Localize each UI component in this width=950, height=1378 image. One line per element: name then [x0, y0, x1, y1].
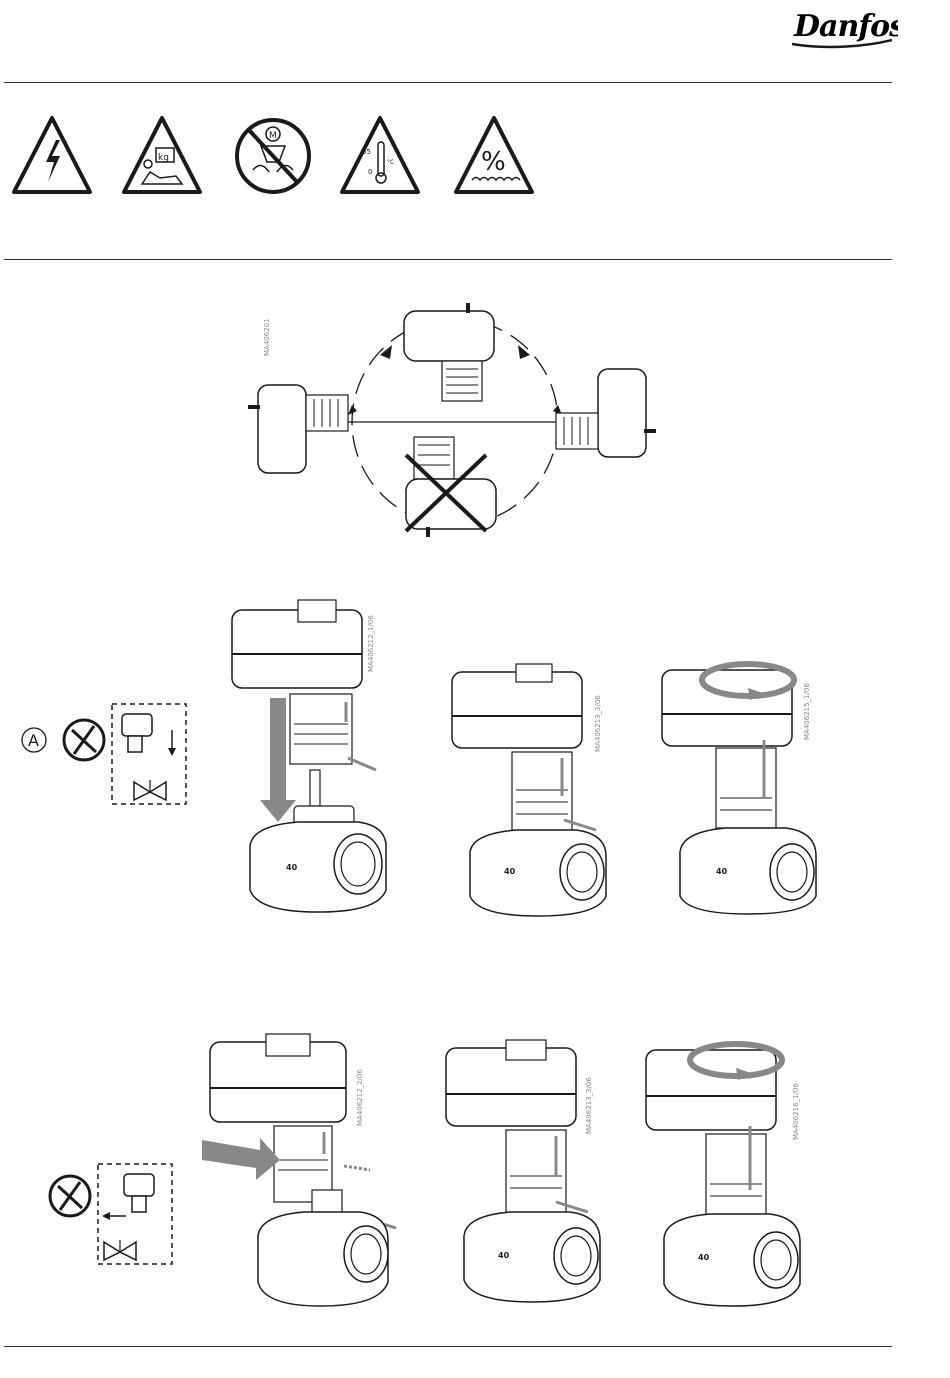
valve-symbol-icon	[134, 780, 166, 800]
actuator-upright	[404, 303, 494, 401]
section-b-legend	[40, 1160, 180, 1270]
svg-text:40: 40	[698, 1253, 710, 1262]
svg-text:40: 40	[504, 867, 516, 876]
mounting-step-1: 40	[228, 594, 408, 924]
actuator-lower-direction-icon	[122, 714, 176, 756]
mounting-step-b1	[200, 1030, 410, 1320]
actuator-upside-down-not-allowed	[406, 437, 496, 537]
figure-code: MA406212_2/06	[356, 1069, 364, 1126]
svg-text:55: 55	[362, 148, 371, 156]
mounting-step-b3: 40	[640, 1034, 810, 1312]
actuator-slide-direction-icon	[102, 1174, 154, 1220]
warning-icons-row: kg M 55 0 °C %	[10, 112, 570, 202]
top-divider	[4, 82, 892, 83]
svg-text:40: 40	[716, 867, 728, 876]
no-tool-icon	[64, 720, 104, 760]
do-not-lift-by-motor-icon: M	[237, 120, 309, 192]
svg-text:kg: kg	[158, 153, 169, 163]
danfoss-logo: Danfoss	[788, 6, 898, 52]
svg-text:%: %	[481, 147, 506, 177]
section-a-legend: A	[14, 700, 194, 810]
mounting-orientation-diagram	[230, 295, 670, 545]
svg-text:40: 40	[286, 863, 298, 872]
middle-divider	[4, 259, 892, 260]
figure-code: MA406212_1/06	[367, 615, 375, 672]
figure-code: MA406216_1/06	[792, 1083, 800, 1140]
svg-text:M: M	[269, 131, 277, 141]
no-tool-icon	[50, 1176, 90, 1216]
figure-code: MA406201	[263, 318, 271, 356]
valve-symbol-icon	[104, 1240, 136, 1260]
temperature-limit-icon: 55 0 °C	[342, 118, 418, 192]
svg-text:0: 0	[368, 168, 372, 176]
actuator-horizontal-right	[556, 369, 656, 457]
humidity-icon: %	[456, 118, 532, 192]
heavy-load-icon: kg	[124, 118, 200, 192]
bottom-divider	[4, 1346, 892, 1347]
actuator-horizontal-left	[248, 385, 348, 473]
section-a-marker-label: A	[28, 731, 39, 750]
figure-code: MA406213_3/06	[585, 1077, 593, 1134]
brand-name: Danfoss	[793, 9, 898, 44]
svg-text:°C: °C	[387, 159, 394, 166]
figure-code: MA406215_1/06	[803, 683, 811, 740]
svg-text:40: 40	[498, 1251, 510, 1260]
mounting-step-3: 40	[656, 648, 826, 920]
electric-hazard-icon	[14, 118, 90, 192]
mounting-step-2: 40	[446, 660, 616, 920]
figure-code: MA406213_3/06	[594, 695, 602, 752]
